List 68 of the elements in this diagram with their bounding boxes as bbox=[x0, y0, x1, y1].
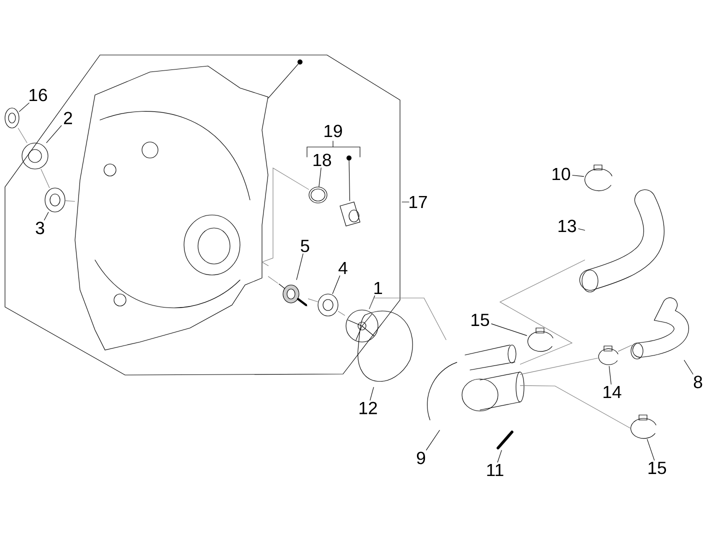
callout-number: 3 bbox=[36, 222, 44, 234]
leader-line bbox=[19, 102, 30, 112]
leader-line bbox=[369, 295, 376, 309]
seal-drawing bbox=[4, 108, 20, 128]
assembly-line bbox=[338, 311, 345, 316]
assembly-line bbox=[520, 385, 631, 428]
clamp-drawing bbox=[598, 346, 618, 365]
callout-number: 19 bbox=[324, 124, 342, 138]
ring-drawing bbox=[44, 188, 66, 212]
leader-line bbox=[46, 125, 62, 143]
callout-number: 13 bbox=[558, 220, 576, 232]
assembly-line bbox=[308, 298, 318, 302]
seal-drawing bbox=[318, 294, 338, 316]
impeller-drawing bbox=[346, 310, 378, 342]
dot-mark bbox=[346, 156, 352, 160]
leader-line bbox=[348, 160, 350, 201]
hose-drawing bbox=[630, 297, 689, 360]
callout-number: 10 bbox=[552, 168, 570, 180]
callout-number: 16 bbox=[30, 88, 47, 102]
clamp-drawing bbox=[528, 328, 554, 352]
assembly-line bbox=[18, 128, 28, 143]
leader-line bbox=[296, 254, 304, 280]
pump-cover-drawing bbox=[427, 344, 524, 420]
gasket-drawing bbox=[358, 310, 413, 382]
leader-line bbox=[608, 366, 612, 385]
callout-number: 8 bbox=[694, 376, 702, 388]
callout-number: 18 bbox=[314, 154, 332, 166]
callout-number: 15 bbox=[472, 314, 490, 326]
assembly-line bbox=[520, 358, 598, 375]
assembly-line bbox=[369, 298, 446, 340]
hose-drawing bbox=[579, 189, 665, 292]
callout-number: 9 bbox=[416, 452, 426, 464]
casing-drawing bbox=[74, 66, 268, 350]
dot-mark bbox=[298, 60, 302, 64]
leader-line bbox=[426, 430, 440, 450]
assembly-line bbox=[40, 169, 50, 188]
callout-number: 4 bbox=[338, 262, 348, 274]
leader-line bbox=[268, 64, 298, 98]
plug-drawing bbox=[340, 202, 360, 226]
leader-line bbox=[646, 439, 655, 460]
assembly-line bbox=[499, 260, 585, 365]
bearing-drawing bbox=[22, 142, 48, 170]
callout-number: 15 bbox=[648, 462, 666, 474]
leader-line bbox=[684, 360, 694, 374]
leader-line bbox=[370, 387, 374, 400]
callout-number: 12 bbox=[360, 402, 377, 414]
leader-line bbox=[491, 324, 527, 336]
callout-number: 5 bbox=[300, 240, 310, 252]
callout-number: 17 bbox=[410, 196, 427, 208]
assembly-line bbox=[65, 200, 76, 202]
assembly-line bbox=[268, 276, 278, 284]
leader-line bbox=[572, 174, 584, 177]
leader-line bbox=[332, 275, 340, 294]
callout-number: 1 bbox=[374, 282, 382, 294]
leader-line bbox=[497, 450, 502, 463]
leader-line bbox=[44, 212, 49, 220]
callout-number: 14 bbox=[604, 386, 622, 398]
leader-line bbox=[318, 168, 322, 187]
leader-line bbox=[578, 228, 585, 231]
assembly-line bbox=[618, 344, 632, 352]
assembly-line bbox=[261, 168, 309, 266]
shaft-drawing bbox=[278, 284, 308, 306]
callout-number: 2 bbox=[64, 112, 72, 124]
screw-drawing bbox=[496, 430, 514, 450]
clamp-drawing bbox=[584, 164, 612, 192]
callout-number: 11 bbox=[487, 464, 504, 476]
clamp-drawing bbox=[630, 414, 656, 439]
o-ring-drawing bbox=[308, 186, 328, 204]
